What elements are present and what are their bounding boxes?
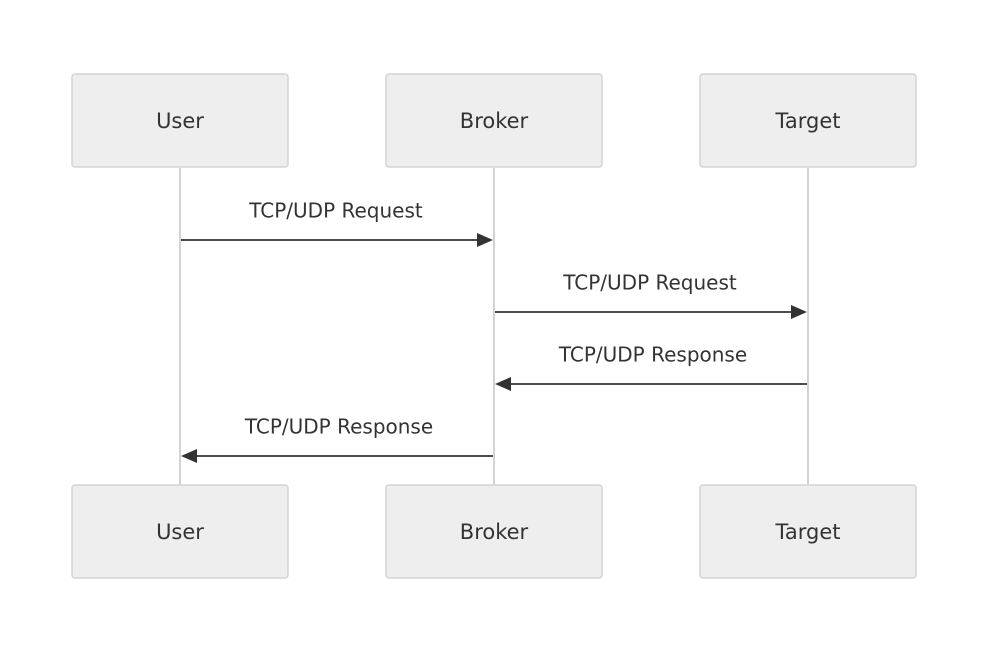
actor-bottom-user: User [71,484,289,579]
actor-label-user: User [156,520,204,544]
actor-box [71,73,289,168]
arrow-right-icon [477,233,493,247]
actor-box [71,484,289,579]
arrow-left-icon [495,377,511,391]
actor-label-user: User [156,109,204,133]
message-1: TCP/UDP Request [181,199,493,247]
message-label: TCP/UDP Response [558,343,747,367]
message-4: TCP/UDP Response [181,415,493,463]
actor-top-target: Target [699,73,917,168]
arrow-left-icon [181,449,197,463]
actor-box [699,484,917,579]
message-label: TCP/UDP Request [562,271,737,295]
actor-label-target: Target [775,109,841,133]
actor-label-broker: Broker [460,109,529,133]
message-label: TCP/UDP Response [244,415,433,439]
actor-top-broker: Broker [385,73,603,168]
actor-box [699,73,917,168]
message-2: TCP/UDP Request [495,271,807,319]
actor-label-target: Target [775,520,841,544]
actor-box [385,73,603,168]
actor-bottom-target: Target [699,484,917,579]
arrow-right-icon [791,305,807,319]
actor-bottom-broker: Broker [385,484,603,579]
actor-label-broker: Broker [460,520,529,544]
actor-box [385,484,603,579]
message-label: TCP/UDP Request [248,199,423,223]
actor-top-user: User [71,73,289,168]
message-3: TCP/UDP Response [495,343,807,391]
